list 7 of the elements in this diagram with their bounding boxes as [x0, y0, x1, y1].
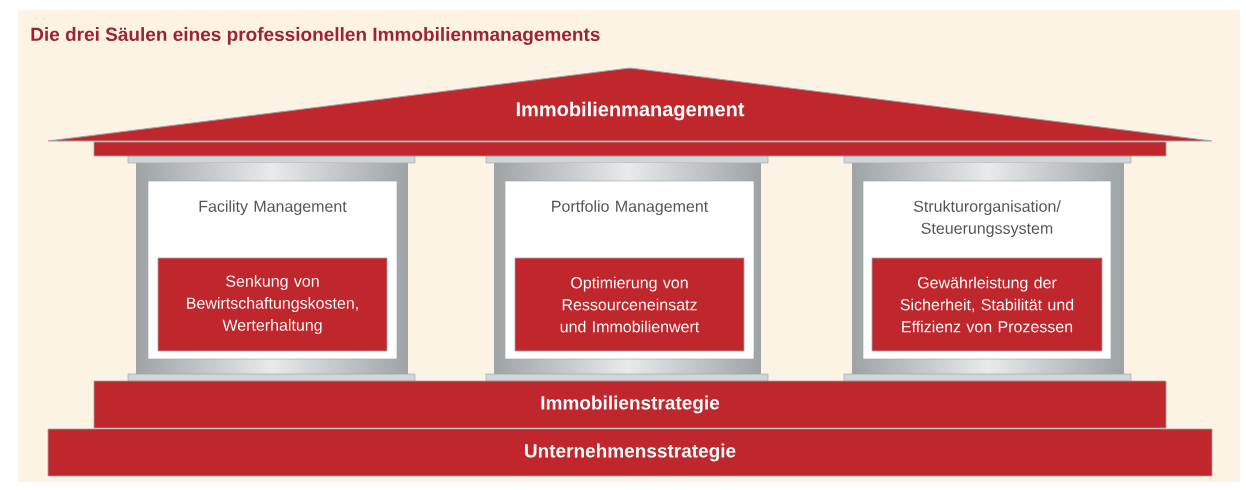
goal-box: Gewährleistung der Sicherheit, Stabilität und Effizienz von Prozessen	[871, 257, 1103, 352]
strategy-band: Immobilienstrategie	[93, 380, 1167, 429]
roof: Immobilienmanagement	[47, 67, 1213, 157]
goal-box: Optimierung von Ressourceneinsatz und Immobilienwert	[514, 257, 745, 352]
goal-box: Senkung von Bewirtschaftungskosten, Werterhaltung	[157, 257, 388, 352]
title: Die drei Säulen eines professionellen Immobilienmanagements	[31, 27, 600, 45]
strategy-band: Unternehmensstrategie	[47, 428, 1213, 477]
